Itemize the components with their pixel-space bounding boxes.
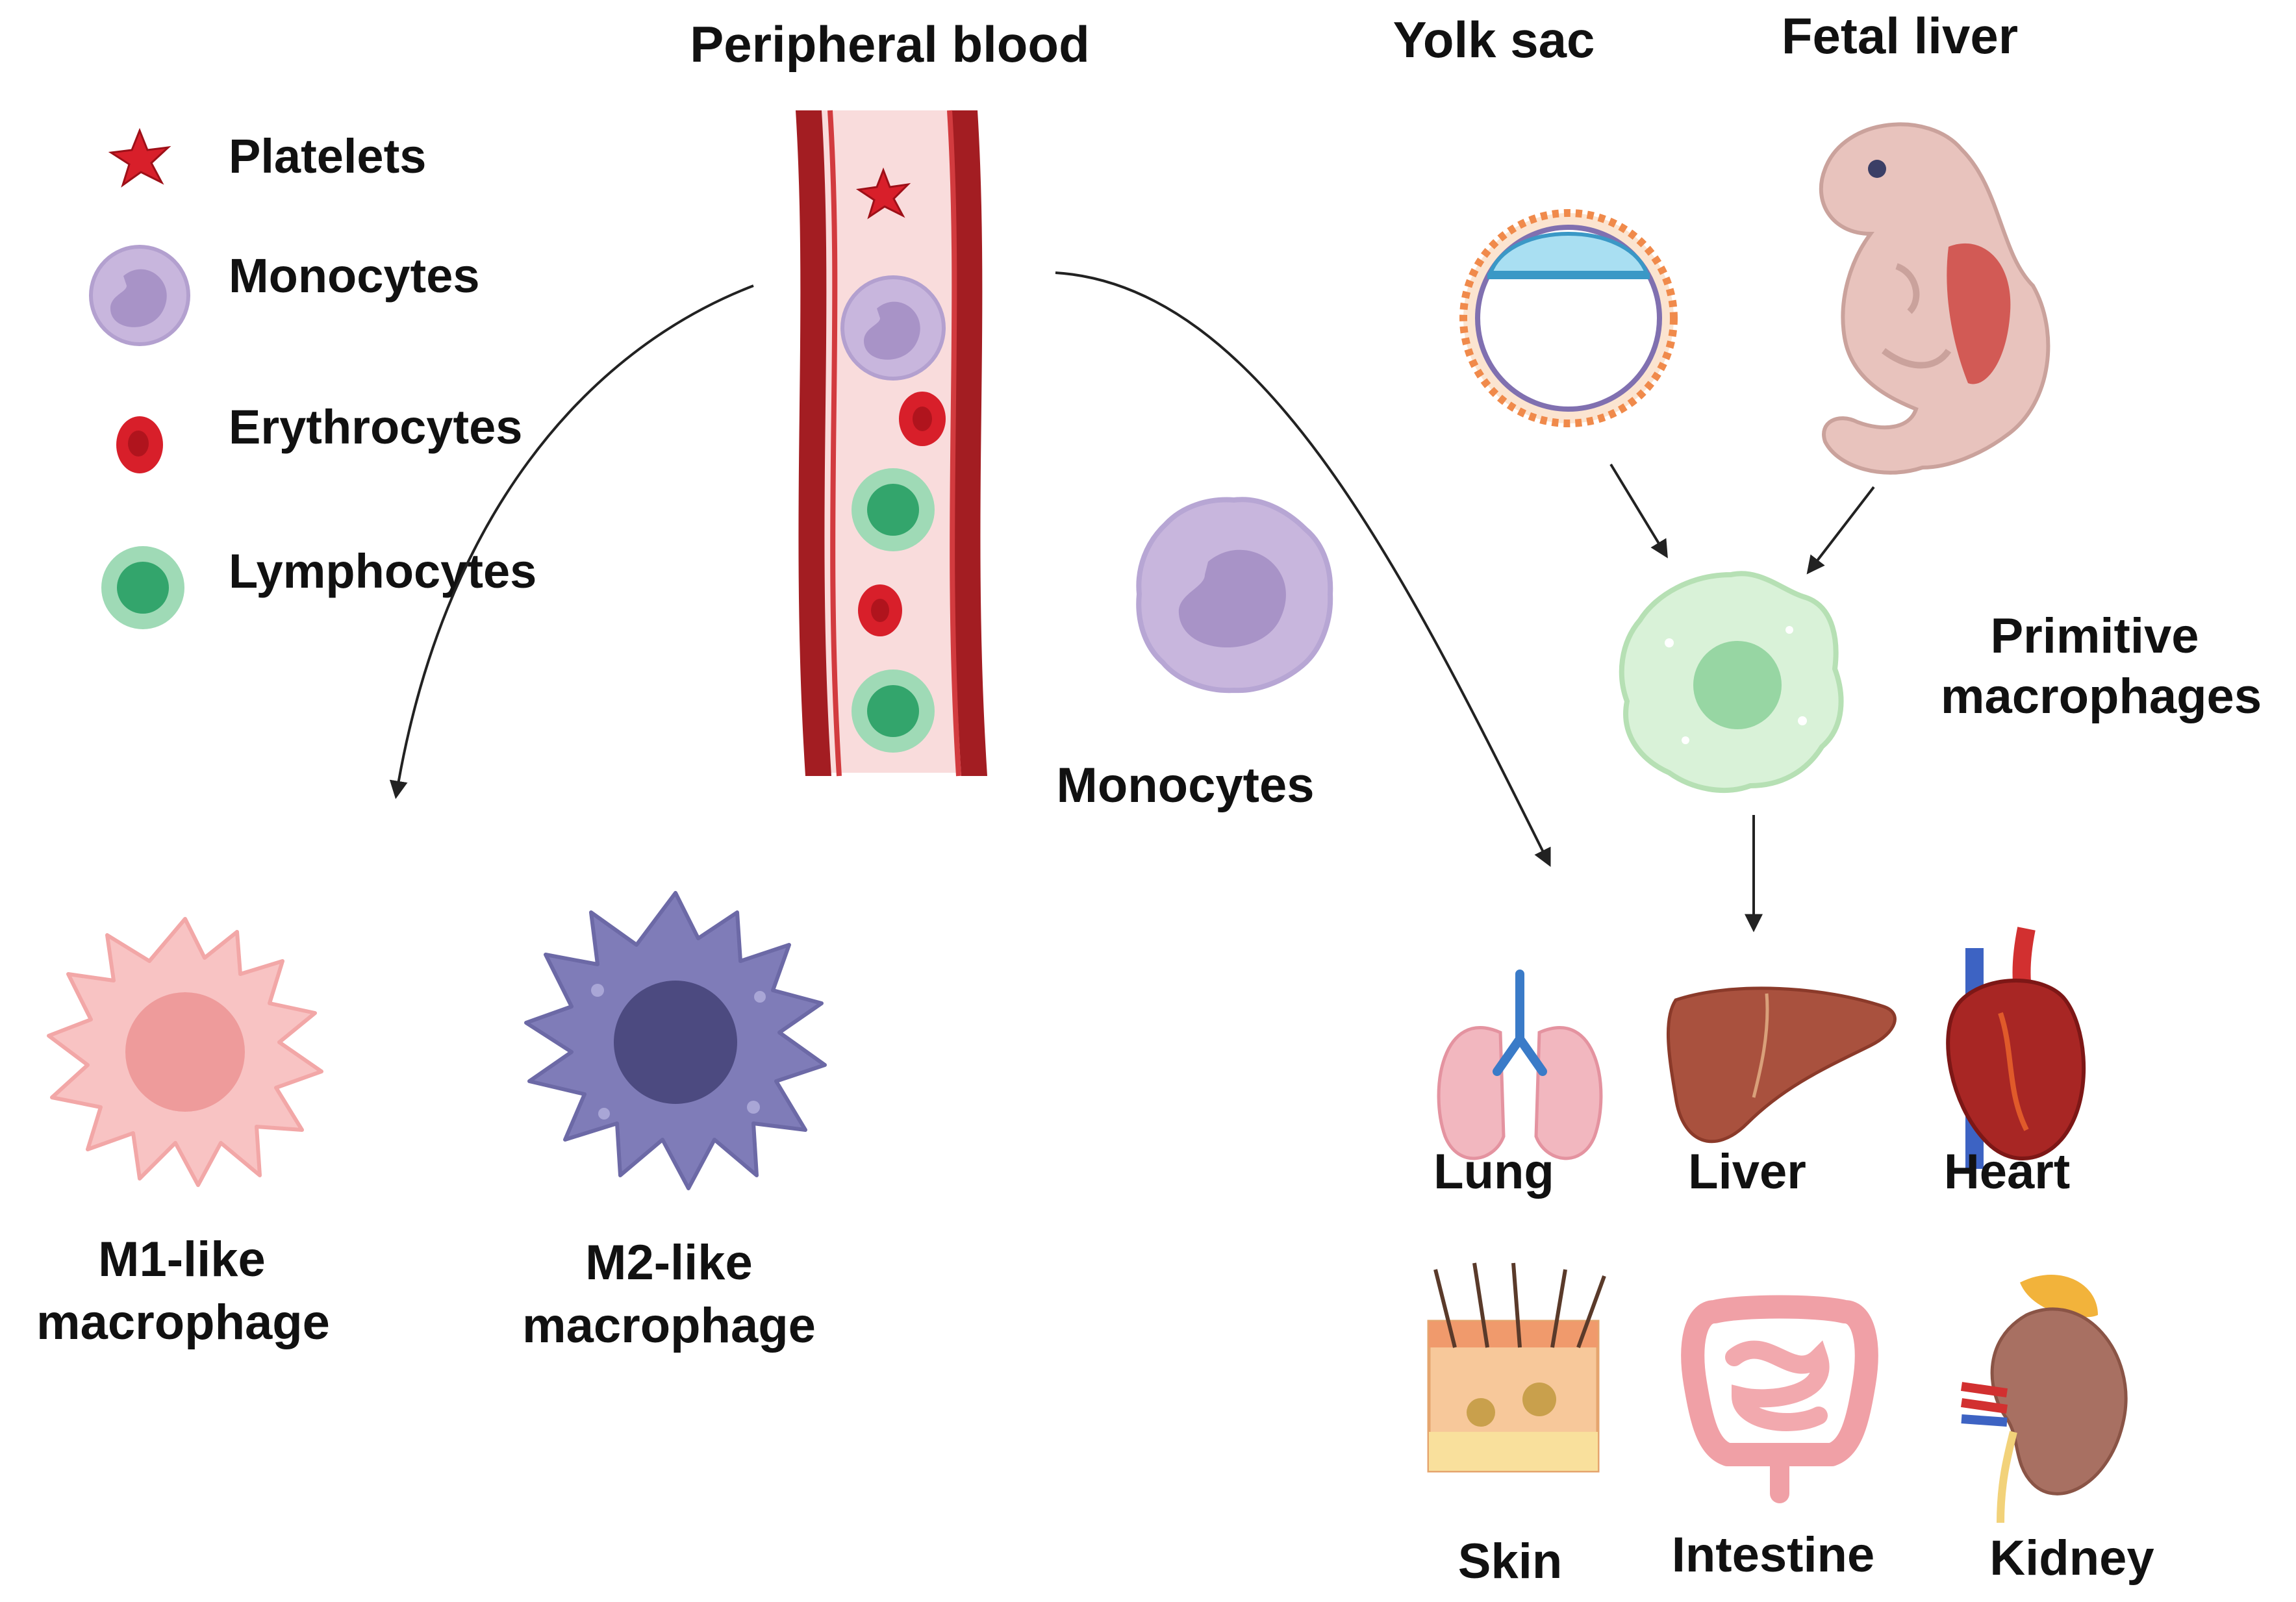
- arrow-fetal-liver-to-primitive: [1806, 486, 1875, 575]
- m1-macrophage-icon: [47, 917, 323, 1187]
- skin-icon: [1427, 1262, 1606, 1473]
- m1-label-line1: M1-like: [98, 1232, 266, 1287]
- yolk-sac-title: Yolk sac: [1393, 11, 1595, 68]
- arrow-to-polarized-macrophages: [389, 284, 754, 799]
- legend-item-lymphocytes: Lymphocytes: [101, 544, 536, 629]
- lymphocyte-icon: [101, 546, 184, 629]
- monocytes-label: Monocytes: [1057, 758, 1315, 813]
- legend-label-platelets: Platelets: [229, 129, 426, 183]
- arrow-to-tissues: [1055, 271, 1551, 868]
- organ-label-heart: Heart: [1944, 1144, 2070, 1199]
- m2-label-line1: M2-like: [585, 1235, 753, 1290]
- lung-icon: [1437, 970, 1603, 1160]
- vessel-lymphocyte-icon: [852, 670, 935, 753]
- platelet-icon: [108, 127, 171, 188]
- fetal-liver-icon: [1819, 122, 2050, 475]
- m1-label-line2: macrophage: [36, 1295, 330, 1350]
- primitive-label-line1: Primitive: [1990, 608, 2199, 664]
- legend-label-monocytes: Monocytes: [229, 249, 480, 303]
- blood-vessel: [796, 110, 987, 777]
- vessel-platelet-icon: [855, 167, 911, 219]
- m2-label-line2: macrophage: [522, 1298, 816, 1353]
- vessel-monocyte-icon: [840, 275, 946, 381]
- vessel-erythrocyte-icon: [899, 392, 946, 446]
- organ-label-kidney: Kidney: [1989, 1531, 2154, 1586]
- intestine-icon: [1681, 1295, 1878, 1503]
- heart-icon: [1946, 927, 2086, 1169]
- vessel-erythrocyte-icon: [858, 584, 902, 636]
- organ-label-lung: Lung: [1433, 1144, 1554, 1199]
- peripheral-blood-title: Peripheral blood: [690, 16, 1089, 73]
- erythrocyte-icon: [116, 416, 163, 473]
- kidney-icon: [1961, 1275, 2128, 1523]
- center-monocyte-icon: [1136, 497, 1333, 694]
- arrow-yolk-sac-to-primitive: [1609, 463, 1668, 558]
- organ-label-intestine: Intestine: [1672, 1527, 1875, 1583]
- primitive-label-line2: macrophages: [1941, 669, 2262, 724]
- monocyte-icon: [89, 245, 190, 346]
- legend-item-erythrocytes: Erythrocytes: [116, 400, 522, 473]
- yolk-sac-icon: [1459, 209, 1678, 427]
- vessel-lymphocyte-icon: [852, 468, 935, 551]
- legend-label-erythrocytes: Erythrocytes: [229, 400, 522, 454]
- legend-item-monocytes: Monocytes: [89, 245, 480, 346]
- legend-item-platelets: Platelets: [108, 127, 426, 188]
- fetal-liver-title: Fetal liver: [1782, 7, 2018, 64]
- legend: Platelets Monocytes Erythrocytes Lymphoc…: [89, 127, 536, 629]
- legend-label-lymphocytes: Lymphocytes: [229, 544, 536, 598]
- organ-label-skin: Skin: [1458, 1534, 1563, 1589]
- organ-label-liver: Liver: [1688, 1144, 1806, 1199]
- primitive-macrophage-icon: [1619, 571, 1844, 794]
- m2-macrophage-icon: [524, 891, 827, 1190]
- liver-icon: [1667, 986, 1897, 1144]
